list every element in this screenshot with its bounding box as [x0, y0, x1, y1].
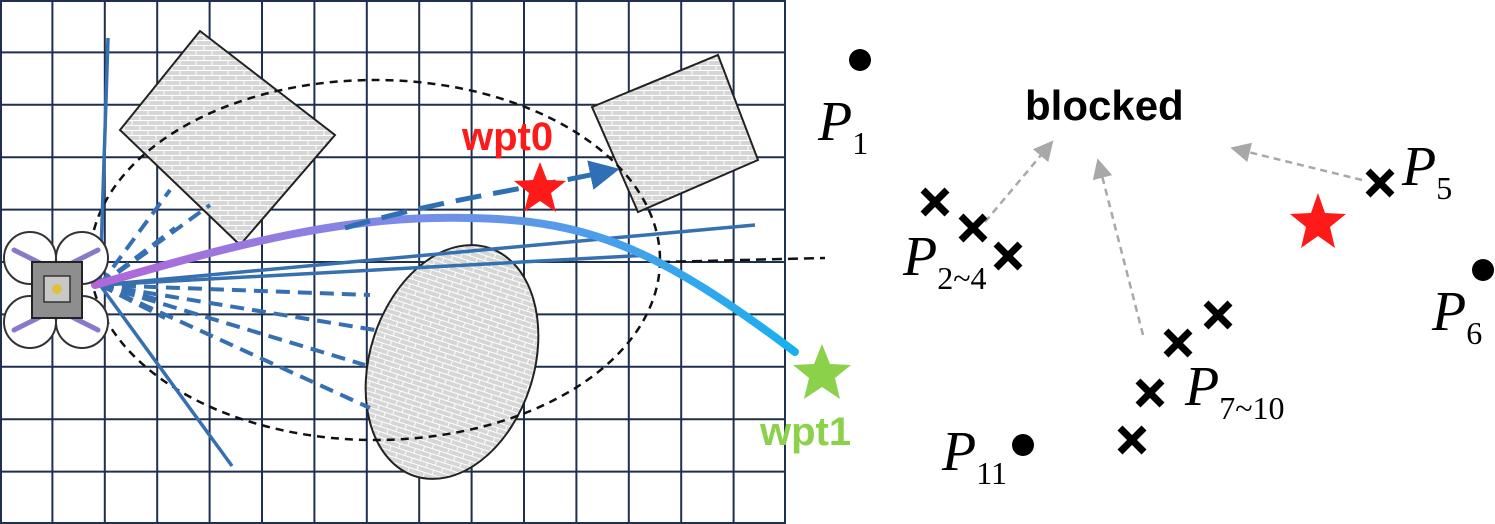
wpt0-label: wpt0 [461, 115, 553, 159]
blocked-arrows [984, 140, 1363, 336]
horizon-dashed-line [659, 256, 826, 264]
wpt1-label: wpt1 [759, 410, 851, 454]
label-p5: P5 [1401, 136, 1452, 206]
obstacle-square [590, 53, 760, 214]
wpt0-star-icon [514, 162, 566, 212]
planned-trajectory [91, 213, 799, 356]
cross-marker-icon [920, 187, 950, 217]
point-dots [849, 49, 1494, 456]
cross-marker-icon [993, 241, 1023, 271]
grid-border [0, 0, 786, 524]
label-p11: P11 [941, 421, 1007, 491]
cross-marker-icon [1135, 378, 1165, 408]
label-p2-4: P2~4 [902, 226, 987, 296]
point-crosses [920, 168, 1395, 455]
blocked-label: blocked [1025, 82, 1184, 129]
dashed-rays [98, 188, 376, 410]
quadrotor-icon [3, 231, 109, 349]
label-p6: P6 [1431, 281, 1482, 351]
cross-marker-icon [1117, 425, 1147, 455]
solid-rays [98, 37, 756, 468]
point-labels: P1 P2~4 P5 P6 P7~10 P11 [817, 91, 1482, 491]
local-goal-arrow [344, 160, 620, 231]
label-p1: P1 [817, 91, 868, 161]
candidate-star-icon [1290, 193, 1346, 248]
cross-marker-icon [1203, 300, 1233, 330]
cross-marker-icon [1163, 328, 1193, 358]
label-p7-10: P7~10 [1184, 356, 1285, 426]
cross-marker-icon [958, 213, 988, 243]
wpt1-star-icon [793, 344, 851, 399]
cross-marker-icon [1365, 168, 1395, 198]
